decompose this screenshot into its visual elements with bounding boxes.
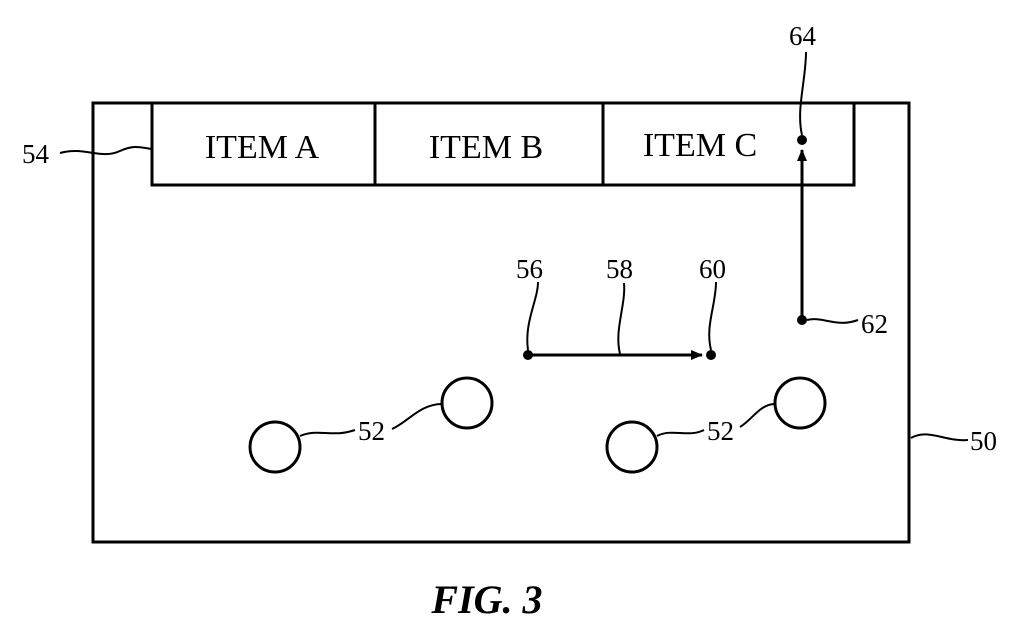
object-circle-2[interactable] [440, 376, 494, 430]
leader-50 [910, 433, 969, 442]
leader-60 [708, 281, 717, 351]
leader-56 [526, 281, 539, 351]
leader-52-left [299, 429, 356, 437]
menu-item-b-box[interactable] [373, 101, 605, 187]
object-circle-1[interactable] [248, 420, 302, 474]
ref-60: 60 [699, 254, 726, 284]
leader-58 [617, 282, 626, 355]
menu-item-c-label: ITEM C [643, 127, 757, 164]
second-gesture-start-point [797, 315, 807, 325]
ref-52-left: 52 [358, 416, 385, 446]
gesture-start-point [523, 350, 533, 360]
reference-numerals: 54 64 56 58 60 62 52 52 50 [22, 21, 997, 456]
leader-52-right [656, 429, 705, 437]
gesture-end-point [706, 350, 716, 360]
ref-62: 62 [861, 309, 888, 339]
leader-52-left-up [391, 403, 443, 430]
leader-54 [59, 146, 153, 156]
leader-lines [59, 51, 969, 442]
ref-52-right: 52 [707, 416, 734, 446]
menu-item-a-box[interactable] [150, 101, 377, 187]
menu-item-c-box[interactable] [601, 101, 856, 187]
leader-52-right-up [739, 403, 776, 428]
horizontal-gesture [523, 350, 716, 360]
object-circle-3[interactable] [605, 420, 659, 474]
second-gesture-end-point [797, 135, 807, 145]
ref-58: 58 [606, 254, 633, 284]
ref-64: 64 [789, 21, 817, 51]
object-circle-4[interactable] [773, 376, 827, 430]
menu-item-a-label: ITEM A [205, 129, 320, 166]
leader-64 [799, 51, 807, 136]
ref-54: 54 [22, 139, 50, 169]
figure-caption: FIG. 3 [430, 577, 542, 622]
ref-56: 56 [516, 254, 543, 284]
menu-bar: ITEM A ITEM B ITEM C [150, 101, 856, 187]
menu-item-b-label: ITEM B [429, 129, 543, 166]
ref-50: 50 [970, 426, 997, 456]
vertical-gesture [797, 135, 807, 325]
leader-62 [806, 318, 859, 324]
